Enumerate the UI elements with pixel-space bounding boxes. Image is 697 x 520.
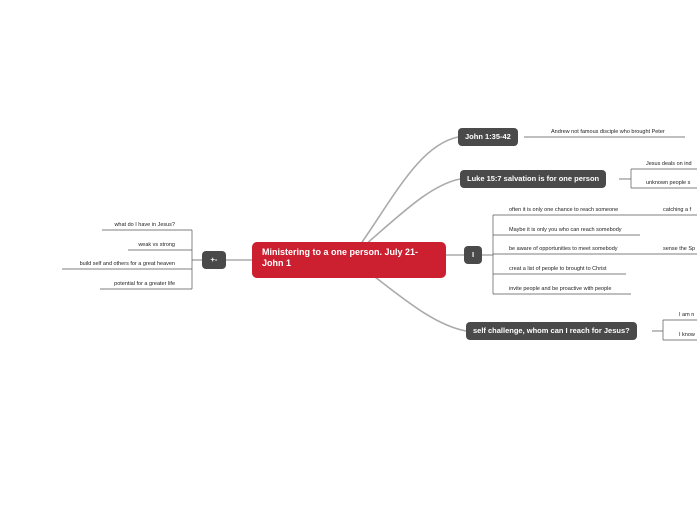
- topic-plus-minus-label: +-: [210, 255, 218, 264]
- leaf-line-i: [481, 214, 697, 295]
- connector-john: [359, 136, 459, 246]
- leaf-i-3[interactable]: be aware of opportunities to meet somebo…: [509, 246, 618, 252]
- central-topic-label: Ministering to a one person. July 21-Joh…: [262, 247, 419, 268]
- leaf-luke-1[interactable]: Jesus deals on ind: [646, 161, 692, 167]
- leaf-i-sub-1[interactable]: catching a f: [663, 207, 692, 213]
- leaf-i-1[interactable]: often it is only one chance to reach som…: [509, 207, 619, 213]
- leaf-pm-3[interactable]: build self and others for a great heaven: [79, 261, 175, 267]
- leaf-pm-2[interactable]: weak vs strong: [138, 242, 175, 248]
- leaf-i-4[interactable]: creat a list of people to brought to Chr…: [509, 266, 607, 272]
- topic-self-challenge-label: self challenge, whom can I reach for Jes…: [473, 326, 630, 335]
- leaf-pm-4[interactable]: potential for a greater life: [114, 281, 175, 287]
- central-topic[interactable]: Ministering to a one person. July 21-Joh…: [252, 242, 446, 278]
- leaf-line-plusminus: [62, 229, 202, 290]
- leaf-pm-1[interactable]: what do I have in Jesus?: [114, 222, 175, 228]
- leaf-line-self: [652, 319, 697, 341]
- topic-john[interactable]: John 1:35-42: [458, 128, 518, 146]
- leaf-line-luke: [619, 168, 697, 189]
- connector-luke: [364, 178, 461, 246]
- leaf-i-5[interactable]: invite people and be proactive with peop…: [509, 286, 612, 292]
- leaf-i-2[interactable]: Maybe it is only you who can reach someb…: [509, 227, 622, 233]
- connector-self: [374, 276, 467, 332]
- topic-i-label: I: [471, 250, 475, 259]
- topic-john-label: John 1:35-42: [465, 132, 511, 141]
- topic-plus-minus[interactable]: +-: [202, 251, 226, 269]
- leaf-i-sub-2[interactable]: sense the Sp: [663, 246, 696, 252]
- leaf-self-2[interactable]: I know: [679, 332, 695, 338]
- topic-self-challenge[interactable]: self challenge, whom can I reach for Jes…: [466, 322, 637, 340]
- leaf-self-1[interactable]: I am n: [679, 312, 695, 318]
- leaf-john-1[interactable]: Andrew not famous disciple who brought P…: [551, 129, 665, 135]
- topic-luke-label: Luke 15:7 salvation is for one person: [467, 174, 600, 183]
- topic-i[interactable]: I: [464, 246, 482, 264]
- leaf-luke-2[interactable]: unknown people s: [646, 180, 691, 186]
- topic-luke[interactable]: Luke 15:7 salvation is for one person: [460, 170, 607, 188]
